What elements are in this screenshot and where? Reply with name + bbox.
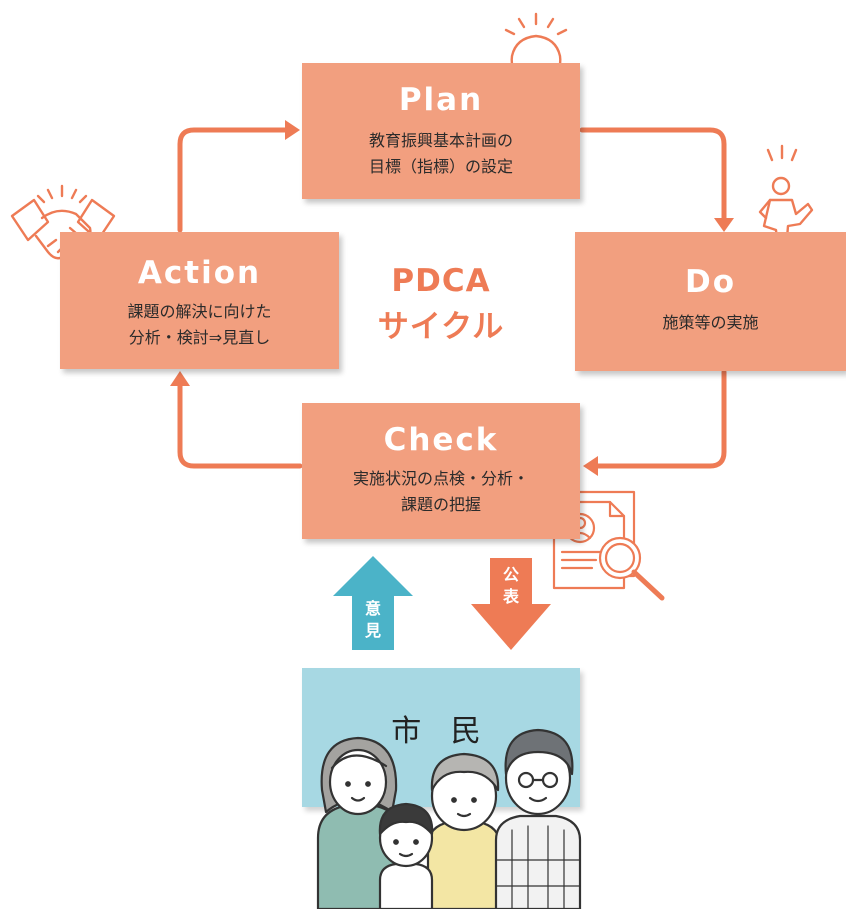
action-line-1: 課題の解決に向けた: [127, 302, 272, 321]
cycle-title-line-2: サイクル: [377, 309, 505, 345]
cycle-title-line-1: PDCA: [391, 263, 491, 299]
citizen-label: 市 民: [391, 714, 491, 749]
do-box: Do 施策等の実施: [575, 232, 846, 371]
arrow-plan-to-do: [579, 127, 727, 223]
action-box: Action 課題の解決に向けた 分析・検討⇒見直し: [60, 232, 339, 369]
check-line-2: 課題の把握: [400, 495, 481, 514]
check-line-1: 実施状況の点検・分析・: [352, 469, 529, 488]
cycle-title: PDCA サイクル: [372, 258, 510, 350]
arrow-action-to-plan: [177, 127, 289, 233]
publish-down-arrow: [471, 558, 551, 650]
plan-line-2: 目標（指標）の設定: [368, 157, 513, 176]
opinion-char-1: 意: [364, 599, 381, 618]
arrow-check-to-action: [177, 381, 303, 469]
arrowhead-action: [170, 371, 190, 386]
action-line-2: 分析・検討⇒見直し: [128, 328, 271, 347]
publish-char-1: 公: [502, 565, 519, 584]
publish-char-2: 表: [502, 587, 519, 606]
check-title: Check: [383, 422, 499, 458]
publish-label: 公 表: [501, 564, 521, 608]
handshake-icon: [10, 184, 116, 262]
check-box: Check 実施状況の点検・分析・ 課題の把握: [302, 403, 580, 539]
citizen-box: 市 民: [302, 668, 580, 807]
action-title: Action: [137, 255, 262, 291]
plan-line-1: 教育振興基本計画の: [368, 131, 513, 150]
opinion-up-arrow: [333, 556, 413, 650]
arrow-do-to-check: [593, 369, 727, 469]
person-stepping-icon: [758, 144, 814, 254]
plan-title: Plan: [398, 82, 484, 118]
do-description: 施策等の実施: [575, 310, 846, 336]
arrowhead-check: [583, 456, 598, 476]
action-description: 課題の解決に向けた 分析・検討⇒見直し: [60, 299, 339, 351]
arrowhead-plan: [285, 120, 300, 140]
plan-box: Plan 教育振興基本計画の 目標（指標）の設定: [302, 63, 580, 199]
arrowhead-do: [714, 218, 734, 232]
opinion-label: 意 見: [363, 598, 383, 642]
do-line-1: 施策等の実施: [662, 313, 759, 332]
opinion-char-2: 見: [364, 621, 381, 640]
do-title: Do: [684, 264, 737, 300]
check-description: 実施状況の点検・分析・ 課題の把握: [302, 466, 580, 518]
plan-description: 教育振興基本計画の 目標（指標）の設定: [302, 128, 580, 180]
